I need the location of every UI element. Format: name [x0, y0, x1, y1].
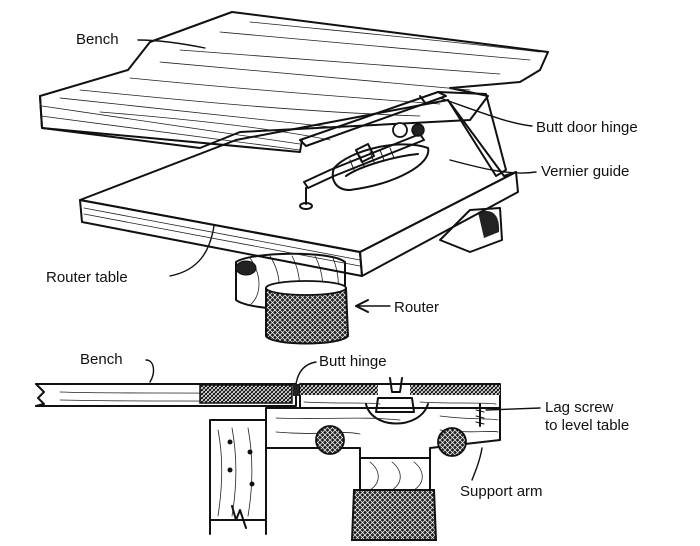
- top-view: Bench Butt door hinge Vernier guide Rout…: [39, 11, 638, 345]
- vernier-guide: [299, 122, 430, 210]
- leader-bench: [137, 39, 206, 49]
- router-body: [235, 252, 350, 345]
- section-router-body: [350, 457, 438, 541]
- router-arrowhead: [355, 299, 369, 313]
- label-support-arm: Support arm: [460, 483, 543, 500]
- leader-router-table: [169, 225, 215, 277]
- leader-butt-hinge: [295, 361, 317, 385]
- label-router-table: Router table: [46, 269, 128, 286]
- label-butt-hinge: Butt hinge: [319, 353, 387, 370]
- label-butt-door-hinge: Butt door hinge: [536, 119, 638, 136]
- section-support-block: [209, 419, 267, 535]
- label-lag-screw-2: to level table: [545, 417, 629, 434]
- section-view: Bench Butt hinge Lag screw to level tabl…: [35, 351, 629, 541]
- section-bench-board: [35, 383, 297, 407]
- leader-support-arm: [471, 447, 483, 481]
- butt-door-hinge-part: [299, 91, 507, 177]
- label-router: Router: [394, 299, 439, 316]
- table-support-right: [439, 207, 503, 253]
- leader-butt-door-hinge: [439, 97, 533, 127]
- label-lag-screw-1: Lag screw: [545, 399, 614, 416]
- label-bench: Bench: [76, 31, 119, 48]
- label-vernier-guide: Vernier guide: [541, 163, 629, 180]
- label-section-bench: Bench: [80, 351, 123, 368]
- router-table-board: [79, 99, 519, 277]
- leader-section-bench: [145, 359, 155, 383]
- section-clamp-knobs: [315, 425, 467, 457]
- leader-vernier-guide: [449, 159, 537, 174]
- section-butt-hinge: [293, 384, 300, 396]
- leader-lag-screw: [485, 407, 541, 411]
